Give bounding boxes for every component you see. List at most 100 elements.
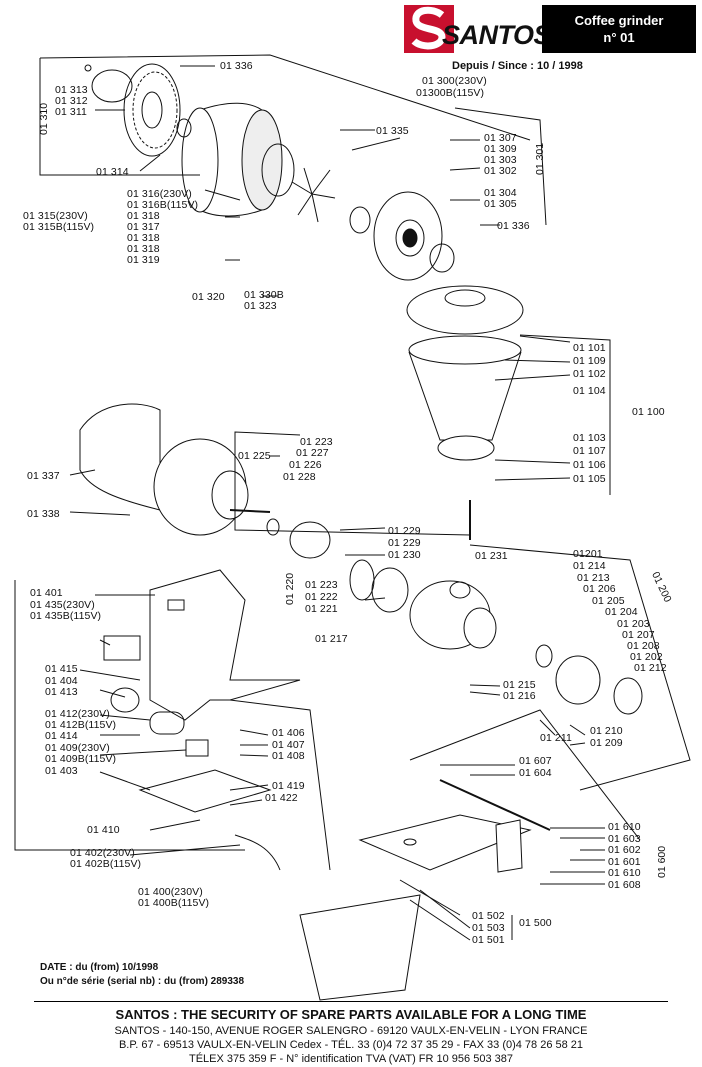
part-label: 01 215	[503, 679, 536, 691]
part-label: 01 409B(115V)	[45, 753, 117, 765]
part-label: 01 338	[27, 508, 60, 520]
assembly-label-01-220: 01 220	[284, 572, 296, 605]
part-label: 01 229	[388, 537, 421, 549]
part-label: 01 435B(115V)	[30, 610, 102, 622]
part-label: 01 202	[630, 651, 663, 663]
adjust-disc	[555, 655, 601, 705]
part-label: 01 336	[220, 60, 253, 72]
title-line2: n° 01	[603, 30, 635, 45]
part-label: 01 217	[315, 633, 348, 645]
part-label: 01 222	[305, 591, 338, 603]
part-label: 01 106	[573, 459, 606, 471]
title-line1: Coffee grinder	[574, 13, 664, 28]
part-label: 01 103	[573, 432, 606, 444]
part-label: 01 221	[305, 603, 338, 615]
part-label: 01 311	[55, 106, 87, 118]
part-label: 01 205	[592, 595, 625, 607]
part-label: 01 410	[87, 824, 120, 836]
part-label: 01 422	[265, 792, 298, 804]
part-label: 01 104	[573, 385, 606, 397]
part-label: 01 213	[577, 572, 610, 584]
bracket-01-200	[469, 544, 691, 791]
part-label: 01 206	[583, 583, 616, 595]
base-casing	[149, 569, 301, 721]
part-label: 01 318	[127, 243, 160, 255]
part-label: 01 223	[305, 579, 338, 591]
part-label: 01 408	[272, 750, 305, 762]
switch-01-435	[103, 635, 141, 661]
part-label: 01 315(230V)	[23, 210, 88, 222]
santos-logo: SANTOS	[402, 3, 698, 55]
motor-cover-disc	[123, 63, 181, 157]
bearing-ring	[176, 118, 192, 138]
part-label: 01 207	[622, 629, 655, 641]
footer-divider	[34, 1001, 668, 1002]
part-label: 01 228	[283, 471, 316, 483]
fan-blades	[291, 167, 336, 223]
part-label: 01 403	[45, 765, 78, 777]
part-label: 01 610	[608, 821, 641, 833]
relay-01-409	[185, 739, 209, 757]
footer-address-1: SANTOS - 140-150, AVENUE ROGER SALENGRO …	[114, 1025, 588, 1037]
part-label: 01 107	[573, 445, 606, 457]
part-label: 01 607	[519, 755, 552, 767]
part-label: 01 608	[608, 879, 641, 891]
burr-ring	[349, 559, 375, 601]
brand-name: SANTOS	[442, 20, 552, 50]
bracket-01-400	[14, 580, 245, 851]
part-label: 01 314	[96, 166, 129, 178]
part-label: 01 604	[519, 767, 552, 779]
part-label: 01 105	[573, 473, 606, 485]
bracket-01-301	[454, 107, 547, 226]
part-label: 01 603	[608, 833, 641, 845]
part-label: 01 109	[573, 355, 606, 367]
date-note: DATE : du (from) 10/1998 Ou n°de série (…	[40, 961, 244, 989]
power-cable	[234, 834, 281, 871]
lever-arm	[439, 779, 551, 831]
part-label: 01 336	[497, 220, 530, 232]
assembly-label-01-301: 01 301	[534, 142, 546, 175]
date-line: DATE : du (from) 10/1998	[40, 962, 159, 973]
since-date: Depuis / Since : 10 / 1998	[452, 60, 583, 72]
capacitor-01-412	[149, 711, 185, 735]
part-label: 01 302	[484, 165, 517, 177]
part-label: 01 323	[244, 300, 277, 312]
part-label: 01300B(115V)	[416, 87, 485, 99]
motor-body	[181, 102, 295, 217]
part-label: 01 212	[634, 662, 667, 674]
part-label: 01 602	[608, 844, 641, 856]
gear-01-227	[289, 521, 331, 559]
flange-ring	[349, 206, 371, 234]
part-label: 01 100	[632, 406, 665, 418]
part-label: 01 309	[484, 143, 517, 155]
footer-slogan: SANTOS : THE SECURITY OF SPARE PARTS AVA…	[115, 1007, 587, 1022]
screw-small	[84, 64, 92, 72]
part-label: 01 419	[272, 780, 305, 792]
part-label: 01 316B(115V)	[127, 199, 199, 211]
part-label: 01 214	[573, 560, 606, 572]
part-label: 01 402(230V)	[70, 847, 135, 859]
part-label: 01 601	[608, 856, 641, 868]
washer-01-228	[266, 518, 280, 536]
part-label: 01 216	[503, 690, 536, 702]
grinder-housing	[409, 580, 497, 650]
part-label: 01 312	[55, 95, 88, 107]
part-label: 01 320	[192, 291, 225, 303]
hopper-bowl	[408, 335, 522, 461]
part-label: 01 501	[472, 934, 505, 946]
part-label: 01 304	[484, 187, 517, 199]
footer-address-2: B.P. 67 - 69513 VAULX-EN-VELIN Cedex - T…	[118, 1039, 584, 1051]
part-label: 01 223	[300, 436, 333, 448]
part-label: 01 407	[272, 739, 305, 751]
part-label: 01 400(230V)	[138, 886, 203, 898]
part-label: 01 313	[55, 84, 88, 96]
part-label: 01 225	[238, 450, 271, 462]
part-label: 01 231	[475, 550, 508, 562]
part-label: 01 209	[590, 737, 623, 749]
part-label: 01 318	[127, 232, 160, 244]
base-plate-01-403	[138, 769, 272, 813]
part-label: 01 307	[484, 132, 517, 144]
part-label: 01 600	[656, 845, 668, 878]
